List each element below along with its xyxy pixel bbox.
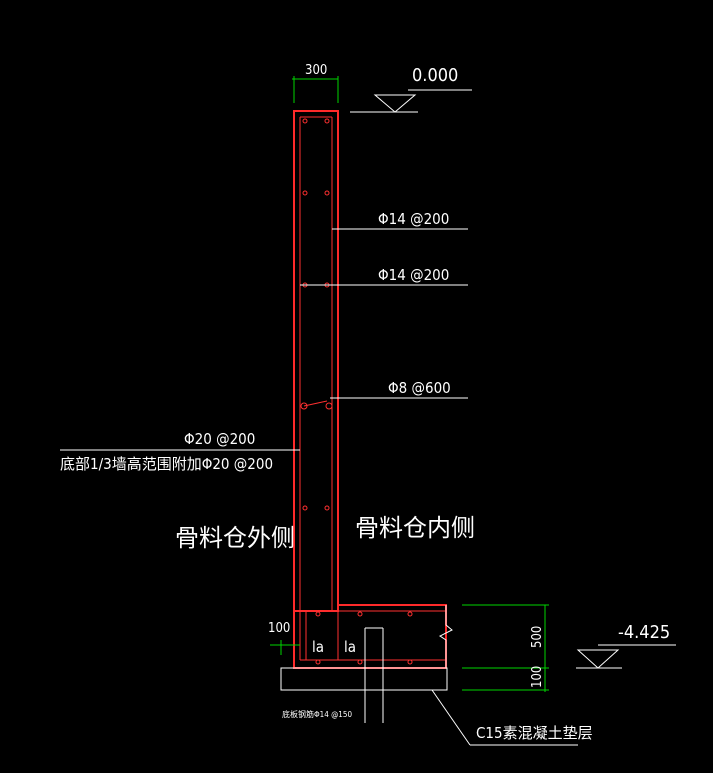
- rebar-dot: [357, 659, 363, 665]
- rebar-label-tie: Φ8 @600: [388, 379, 451, 397]
- cushion-outline: [280, 605, 578, 746]
- elev-top-triangle: [373, 94, 417, 113]
- bottom-rebar-note: 底板钢筋Φ14 @150: [282, 709, 352, 719]
- rebar-dot: [315, 611, 321, 617]
- rebar-dot: [302, 118, 308, 124]
- rebar-label-horiz: Φ14 @200: [378, 266, 449, 284]
- elevation-markers: [350, 89, 676, 669]
- inner-side-label: 骨料仓内侧: [355, 514, 475, 542]
- dim-slab-text: 500: [530, 626, 545, 648]
- rebar-label-outer-2: 底部1/3墙高范围附加Φ20 @200: [60, 455, 273, 473]
- dimension-lines: [270, 76, 549, 692]
- elevation-top-text: 0.000: [412, 65, 458, 86]
- rebar-dot: [324, 505, 330, 511]
- rebar-dot: [324, 190, 330, 196]
- elevation-bottom-text: -4.425: [618, 622, 670, 643]
- rebar-label-vert-inner: Φ14 @200: [378, 210, 449, 228]
- tie-bar: [303, 400, 328, 407]
- rebar-dot: [407, 659, 413, 665]
- rebar-dot: [300, 402, 308, 410]
- rebar-lines: [299, 116, 446, 661]
- cushion-label: C15素混凝土垫层: [476, 724, 593, 742]
- break-mark: [439, 605, 453, 668]
- rebar-label-outer-1: Φ20 @200: [184, 430, 255, 448]
- rebar-dot: [324, 118, 330, 124]
- anchor-la-right: la: [344, 638, 356, 656]
- cushion-leader: [431, 689, 471, 746]
- rebar-dot: [325, 402, 333, 410]
- elev-bottom-triangle: [576, 649, 620, 669]
- dim-cushion-text: 100: [530, 666, 545, 688]
- drawing-text: 300 0.000 Φ14 @200 Φ14 @200 Φ8 @600 Φ20 …: [60, 63, 670, 742]
- rebar-dot: [302, 190, 308, 196]
- dim-wall-width-text: 300: [305, 63, 327, 78]
- rebar-dot: [315, 659, 321, 665]
- outer-side-label: 骨料仓外侧: [175, 524, 295, 552]
- rebar-dot: [302, 505, 308, 511]
- base-slab-outline: [293, 604, 447, 669]
- rebar-dot: [357, 611, 363, 617]
- cushion-rect: [280, 667, 448, 691]
- wall-outline: [293, 110, 339, 612]
- anchor-la-left: la: [312, 638, 324, 656]
- rebar-dot: [407, 611, 413, 617]
- leader-lines: [60, 228, 468, 451]
- dim-cover-text: 100: [268, 621, 290, 636]
